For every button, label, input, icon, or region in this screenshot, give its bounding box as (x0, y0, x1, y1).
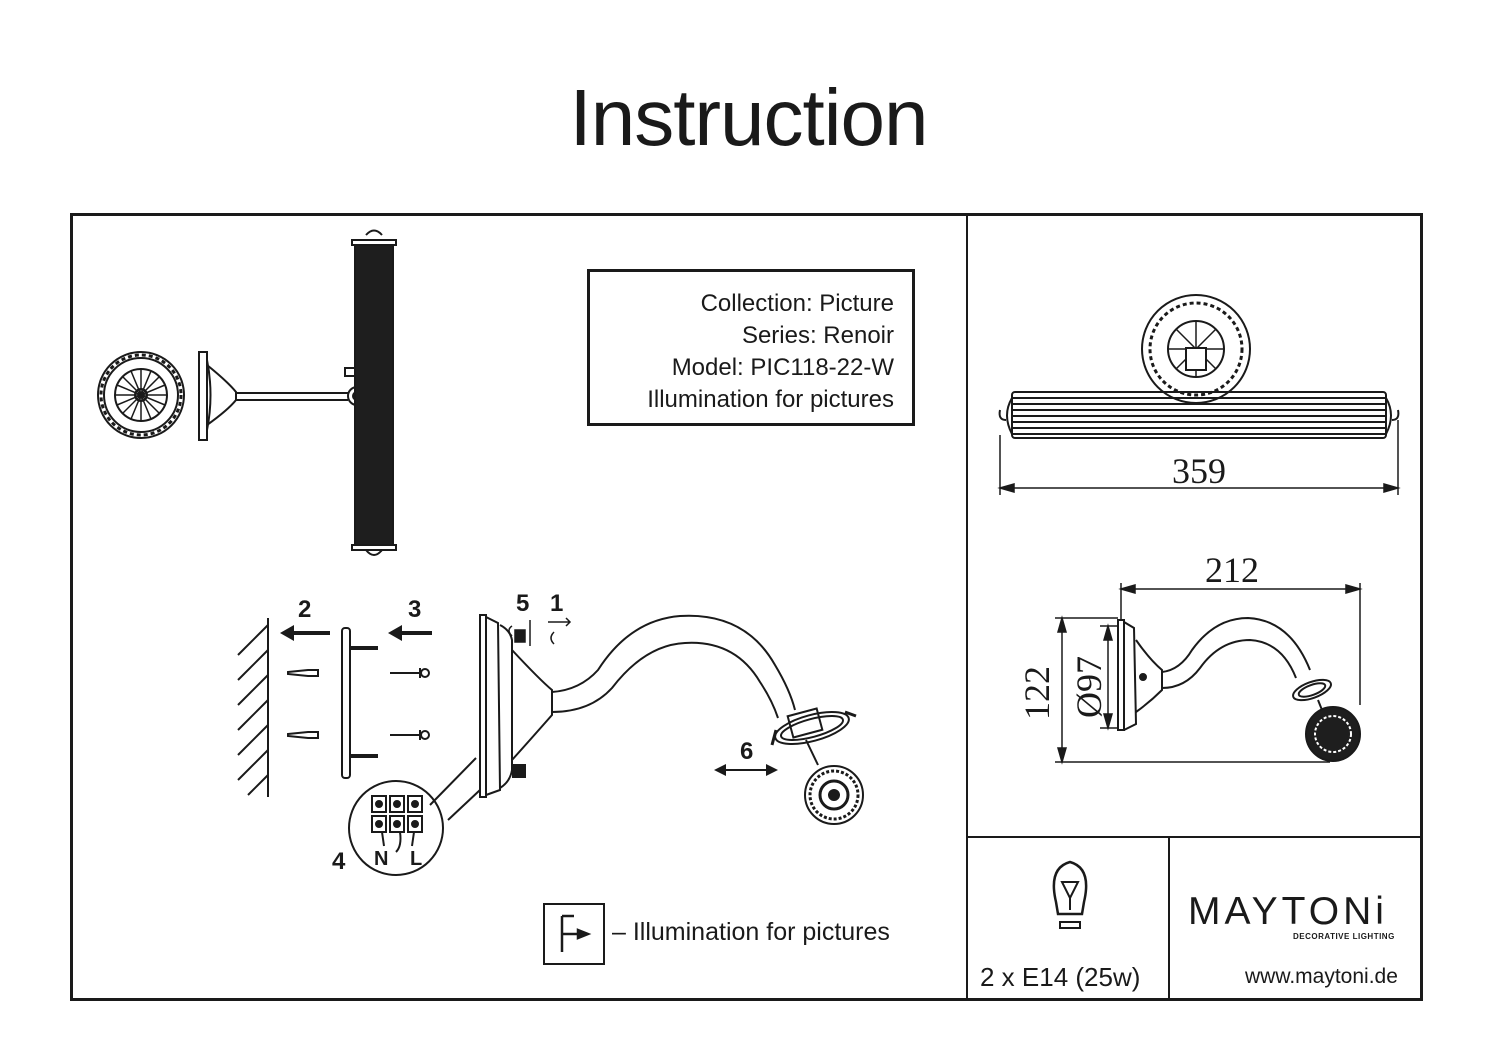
step-number-2: 2 (298, 596, 312, 623)
step-number-6: 6 (740, 738, 754, 765)
mounting-bracket (341, 627, 378, 779)
footer-column-divider (1168, 836, 1170, 1001)
arrow-step-6 (714, 764, 778, 776)
instruction-frame (70, 213, 1423, 1001)
wall-plugs (287, 669, 319, 739)
legend-text: – Illumination for pictures (612, 918, 890, 946)
lamp-side-arm (198, 351, 372, 441)
step-number-1: 1 (550, 590, 564, 617)
wall-plate-rosette-front (97, 351, 185, 439)
step-number-5: 5 (516, 590, 530, 617)
bulb-spec: 2 x E14 (25w) (980, 962, 1141, 992)
arrows-step-5-1 (508, 617, 572, 646)
lamp-side-profile (479, 614, 864, 825)
step-number-3: 3 (408, 596, 422, 623)
lamp-side-view-dimensioned (1117, 616, 1361, 762)
dimension-line-width (997, 420, 1401, 495)
wall-hatching (237, 618, 269, 797)
dimension-height-value: 122 (1017, 666, 1057, 720)
wiring-detail (348, 757, 481, 876)
dimension-line-diameter (1100, 623, 1118, 731)
dimension-diameter-value: Ø97 (1069, 656, 1109, 718)
step-number-4: 4 (332, 848, 346, 875)
lamp-front-view (998, 294, 1400, 439)
wiring-label-n: N (374, 848, 389, 870)
dimension-line-depth (1118, 583, 1363, 705)
collection-label: Collection: Picture (700, 290, 894, 317)
description-label: Illumination for pictures (647, 386, 894, 413)
lamp-shade-tube (351, 229, 397, 556)
brand-logo: MAYTONi (1188, 890, 1388, 933)
screws (390, 668, 430, 740)
dimension-width-value: 359 (1172, 451, 1226, 491)
series-label: Series: Renoir (741, 322, 894, 349)
footer-divider (966, 836, 1423, 838)
picture-light-icon (560, 914, 592, 952)
legend-icon-box (543, 903, 605, 965)
wiring-label-l: L (410, 848, 423, 870)
brand-tagline: DECORATIVE LIGHTING (1293, 932, 1395, 941)
arrow-step-3 (388, 625, 432, 641)
model-label: Model: PIC118-22-W (671, 354, 894, 381)
brand-website: www.maytoni.de (1245, 965, 1398, 988)
page-title: Instruction (569, 73, 928, 162)
arrow-step-2 (280, 625, 330, 641)
column-divider (966, 215, 968, 1001)
dimension-depth-value: 212 (1205, 550, 1259, 590)
product-info-box: Collection: Picture Series: Renoir Model… (587, 269, 915, 426)
dimension-line-height (1055, 615, 1330, 765)
light-bulb-icon (1052, 860, 1088, 929)
